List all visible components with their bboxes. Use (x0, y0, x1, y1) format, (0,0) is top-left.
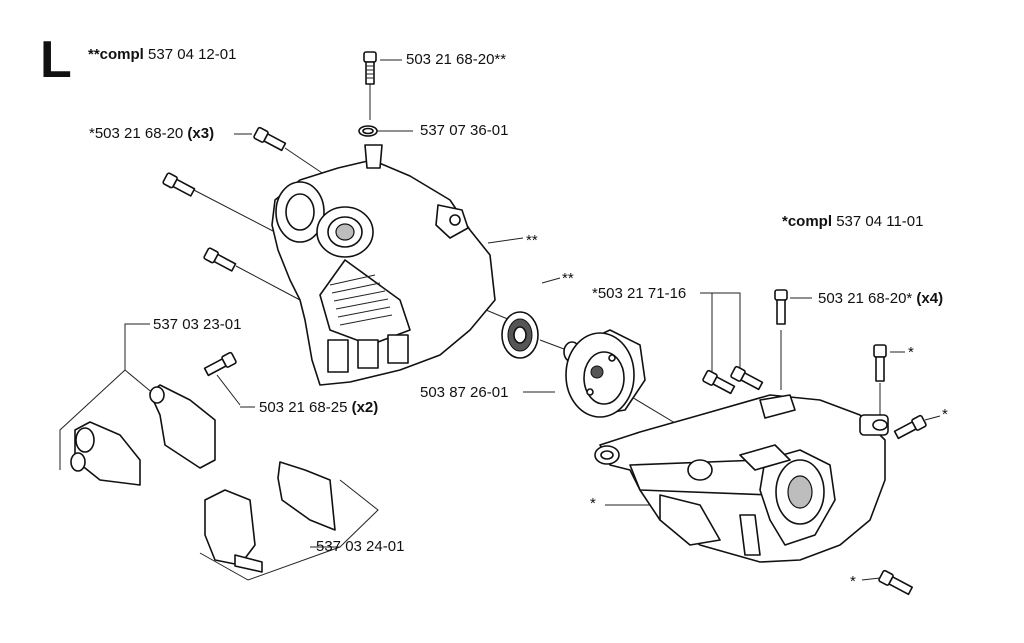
screw-bracket (203, 351, 237, 377)
part-number: 537 03 23-01 (153, 316, 242, 333)
callout-part-number: 537 07 36-01 (420, 122, 508, 140)
callout-part-number: * (850, 573, 856, 591)
part-quantity: (x3) (187, 125, 215, 142)
part-number: ** (526, 232, 538, 249)
clamp-bracket-lower (204, 461, 336, 573)
callout-part-number: * (908, 344, 914, 362)
callout-part-number: 503 21 68-25 (x2) (259, 399, 378, 417)
bearing (501, 311, 539, 359)
callout-part-number: 537 03 24-01 (316, 538, 404, 556)
part-number: 537 07 36-01 (420, 122, 509, 139)
callout-part-number: * (590, 495, 596, 513)
callout-part-number: 503 87 26-01 (420, 384, 508, 402)
part-number: 503 21 68-20** (406, 51, 507, 68)
crankcase-half-lower (594, 394, 889, 563)
callout-part-number: 537 03 23-01 (153, 316, 241, 334)
part-quantity: (x4) (916, 290, 944, 307)
screw-middle-left (162, 172, 196, 197)
leader-lines (59, 59, 941, 581)
part-number: 537 03 24-01 (316, 538, 405, 555)
callout-part-number: 503 21 68-20* (x4) (818, 290, 943, 308)
part-number: ** (562, 270, 574, 287)
callout-part-number: ** (562, 270, 574, 288)
part-number: 503 21 68-25 (259, 399, 348, 416)
part-number: * (590, 495, 596, 512)
part-number: * (850, 573, 856, 590)
clip-ring (358, 125, 378, 137)
assembly-label-lower: *compl 537 04 11-01 (782, 213, 924, 231)
assembly-number: 537 04 11-01 (836, 213, 924, 230)
part-number: *503 21 71-16 (592, 285, 687, 302)
clamp-bracket-upper (70, 384, 216, 486)
section-letter: L (40, 31, 72, 89)
screw-vertical-right (873, 344, 887, 382)
callout-part-number: *503 21 68-20 (x3) (89, 125, 214, 143)
assembly-label-upper: **compl 537 04 12-01 (88, 46, 236, 64)
callout-part-number: *503 21 71-16 (592, 285, 686, 303)
screw-top (363, 51, 377, 85)
part-number: * (942, 406, 948, 423)
part-number: * (908, 344, 914, 361)
assembly-prefix: *compl (782, 213, 833, 230)
part-number: *503 21 68-20 (89, 125, 184, 142)
callout-part-number: 503 21 68-20** (406, 51, 506, 69)
crankcase-half-upper (271, 144, 496, 386)
callout-part-number: ** (526, 232, 538, 250)
screw-lower-pair-2 (730, 365, 764, 391)
screw-vertical-lower (774, 289, 788, 325)
assembly-prefix: **compl (88, 46, 144, 63)
part-quantity: (x2) (351, 399, 379, 416)
screw-upper-left (253, 126, 287, 152)
screw-lower-left (203, 247, 237, 272)
assembly-number: 537 04 12-01 (148, 46, 237, 63)
screw-bottom-right (878, 569, 913, 596)
screw-lower-pair-1 (702, 369, 736, 395)
callout-part-number: * (942, 406, 948, 424)
part-number: 503 87 26-01 (420, 384, 509, 401)
screw-right-side (893, 414, 927, 440)
clutch-drum (563, 329, 646, 418)
cooling-fins (329, 274, 393, 326)
part-number: 503 21 68-20* (818, 290, 913, 307)
